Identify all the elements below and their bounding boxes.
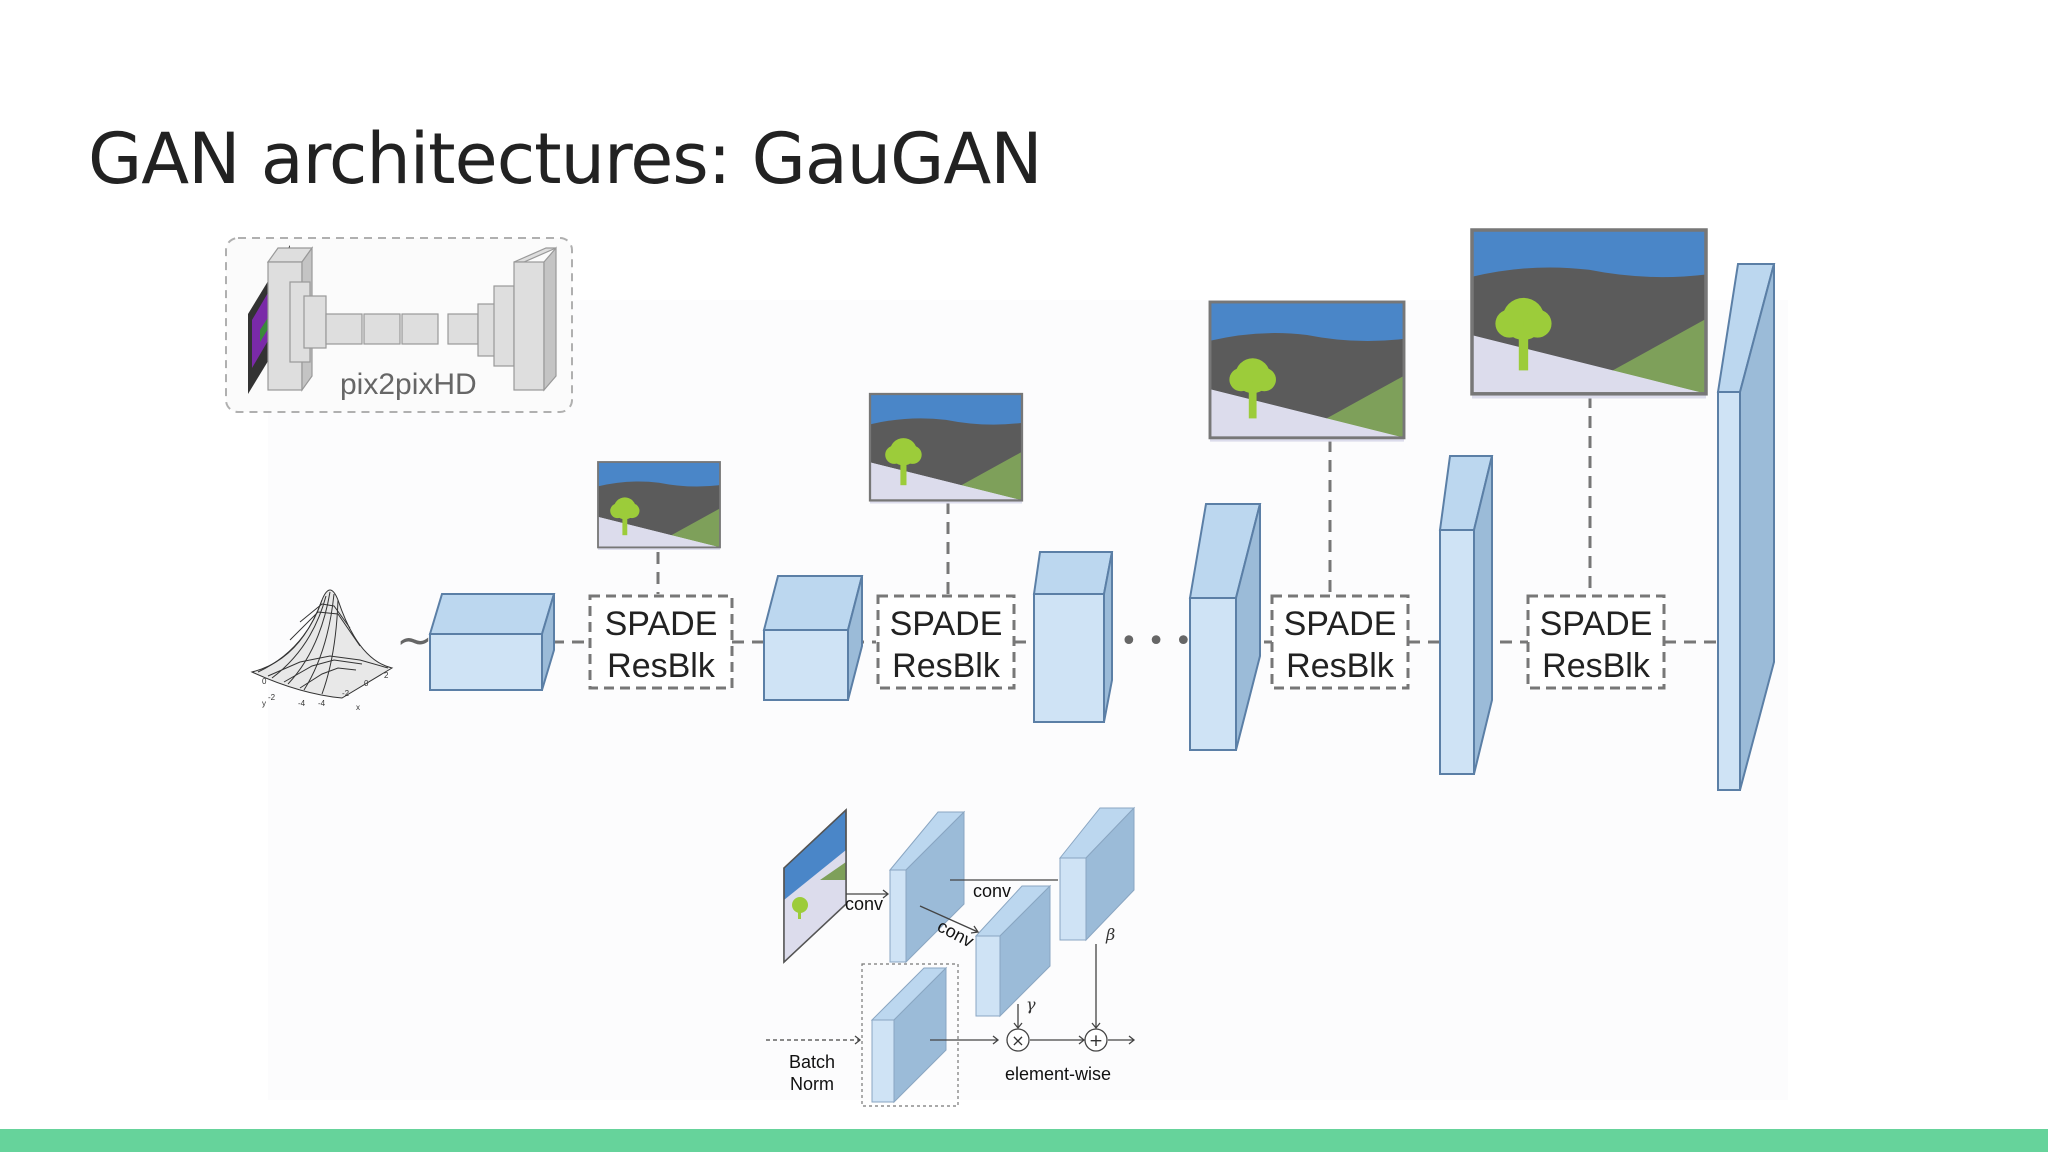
element-wise-label: element-wise <box>1005 1064 1111 1084</box>
spade-resblk-1-line1: SPADE <box>605 605 718 643</box>
spade-resblk-3-line2: ResBlk <box>1286 647 1395 685</box>
add-operator <box>1084 1028 1108 1052</box>
spade-resblk-2-line2: ResBlk <box>892 647 1001 685</box>
spade-detail-block-normalized <box>870 966 948 1104</box>
spade-resblk-4: SPADE ResBlk <box>1526 594 1666 690</box>
spade-resblk-4-line2: ResBlk <box>1542 647 1651 685</box>
svg-text:-2: -2 <box>342 689 350 698</box>
spade-detail-input-segmap <box>783 808 847 964</box>
spade-resblk-1: SPADE ResBlk <box>588 594 734 690</box>
add-symbol: + <box>1089 1031 1103 1051</box>
feature-block-output <box>1716 263 1776 791</box>
svg-text:x: x <box>356 703 360 712</box>
ellipsis: • • • <box>1120 624 1192 659</box>
spade-resblk-1-line2: ResBlk <box>607 647 716 685</box>
batch-norm-label-line1: Batch <box>789 1052 835 1072</box>
segmap-small <box>597 461 721 551</box>
spade-resblk-3-line1: SPADE <box>1284 605 1397 643</box>
spade-detail-block-beta <box>1058 806 1136 942</box>
spade-detail-block-shared <box>888 810 966 964</box>
svg-text:y: y <box>262 699 266 708</box>
pix2pixhd-label: pix2pixHD <box>340 368 477 401</box>
spade-resblk-2-line1: SPADE <box>890 605 1003 643</box>
segmap-xlarge <box>1470 228 1708 401</box>
segmap-medium <box>868 392 1024 505</box>
main-dashed-path <box>552 396 1718 644</box>
svg-text:0: 0 <box>262 677 267 686</box>
spade-detail-block-gamma <box>974 884 1052 1018</box>
feature-block-5 <box>1438 455 1494 775</box>
conv-label-shared: conv <box>845 894 883 914</box>
spade-detail-diagram: × + conv conv conv γ β Batch Norm elemen… <box>766 806 1136 1107</box>
beta-label: β <box>1105 925 1115 944</box>
bottom-accent-bar <box>0 1129 2048 1152</box>
batch-norm-label-line2: Norm <box>790 1074 834 1094</box>
slide-title: GAN architectures: GauGAN <box>88 118 1043 200</box>
spade-resblk-2: SPADE ResBlk <box>876 594 1016 690</box>
gamma-label: γ <box>1026 995 1036 1014</box>
feature-block-2 <box>762 575 864 701</box>
tilde-sample-sign: ~ <box>396 615 433 666</box>
svg-text:-4: -4 <box>318 699 326 708</box>
pix2pixhd-inset: pix2pixHD <box>225 237 573 413</box>
batch-norm-box <box>861 963 959 1107</box>
svg-text:-2: -2 <box>268 693 276 702</box>
svg-text:-4: -4 <box>298 699 306 708</box>
feature-block-1 <box>428 593 556 691</box>
feature-block-3 <box>1032 551 1114 723</box>
multiply-symbol: × <box>1011 1031 1024 1050</box>
feature-block-4 <box>1188 503 1262 751</box>
spade-resblk-3: SPADE ResBlk <box>1270 594 1410 690</box>
multiply-operator <box>1006 1028 1030 1052</box>
spade-resblk-4-line1: SPADE <box>1540 605 1653 643</box>
gaussian-noise-plot: 0 -2 -4 -4 -2 0 2 y x <box>250 589 394 712</box>
conv-label-beta: conv <box>973 881 1011 901</box>
svg-text:2: 2 <box>384 671 389 680</box>
segmap-large <box>1208 300 1406 444</box>
svg-text:0: 0 <box>364 679 369 688</box>
